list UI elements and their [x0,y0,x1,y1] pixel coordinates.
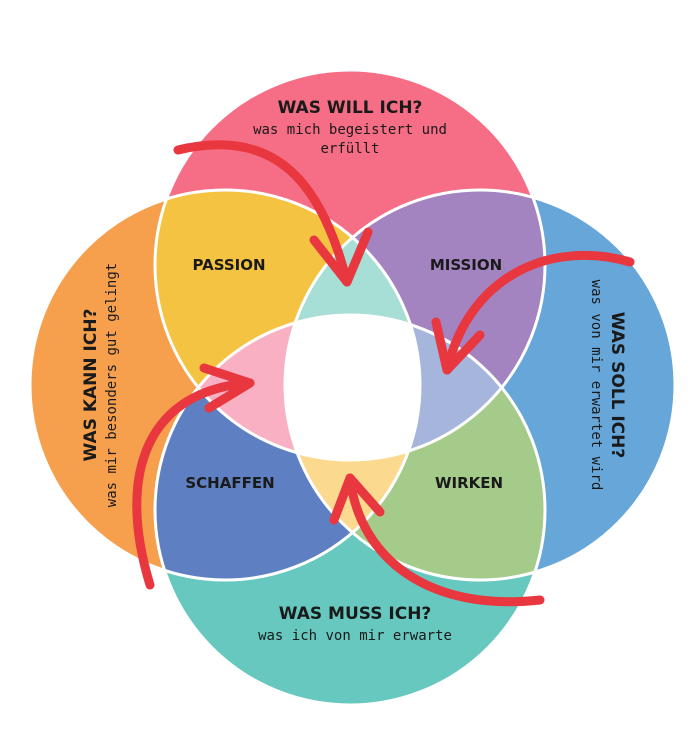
question-left-title: WAS KANN ICH? [81,309,101,462]
arrow-right-icon [431,250,635,375]
arrow-top-icon [173,140,373,287]
question-bottom-title: WAS MUSS ICH? [279,604,432,624]
question-bottom-sub: was ich von mir erwarte [258,628,452,644]
question-right-title: WAS SOLL ICH? [607,312,627,458]
zone-label-schaffen: SCHAFFEN [185,474,274,492]
arrow-bottom-icon [329,473,545,607]
overlap-right [285,315,545,460]
question-top-title: WAS WILL ICH? [278,98,423,118]
arrow-left-icon [132,363,255,590]
question-right-sub: was von mir erwartet wird [588,280,604,491]
question-top-sub-1: was mich begeistert und [253,122,447,138]
arrows [132,140,635,607]
zone-label-passion: PASSION [192,256,265,274]
zone-label-mission: MISSION [430,256,502,274]
question-left-sub: was mir besonders gut gelingt [104,263,120,507]
zone-label-wirken: WIRKEN [435,474,503,492]
overlap-bottom [285,315,420,580]
question-top-sub-2: erfüllt [320,141,379,157]
